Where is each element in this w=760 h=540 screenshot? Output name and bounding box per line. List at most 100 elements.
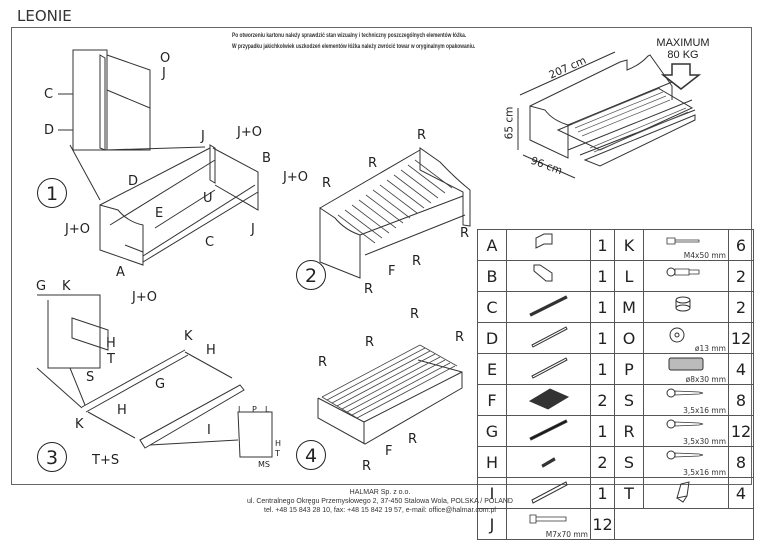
part-label: R: [368, 156, 378, 171]
part-letter: I: [477, 477, 507, 509]
part-label: R: [408, 432, 418, 447]
down-arrow-icon: [660, 63, 702, 90]
part-image-cell: M4x50 mm: [643, 229, 729, 261]
part-label: J+O: [132, 290, 157, 305]
screw-icon: [666, 237, 700, 245]
part-label: C: [44, 87, 54, 102]
step-1-drawing: [58, 49, 259, 266]
part-quantity: 1: [590, 322, 615, 354]
headboard-panel-icon: [535, 233, 552, 249]
part-label: I: [238, 405, 241, 414]
part-image-cell: [506, 384, 591, 416]
part-quantity: 4: [728, 477, 754, 509]
drawer-front-icon: [530, 481, 568, 504]
part-quantity: 1: [590, 260, 615, 292]
part-quantity: 2: [590, 384, 615, 416]
part-letter: D: [477, 322, 507, 354]
part-letter: K: [614, 229, 644, 261]
part-label: T: [107, 352, 115, 367]
part-spec: M7x70 mm: [545, 530, 588, 539]
part-quantity: 1: [590, 353, 615, 385]
step-3-drawing: [36, 294, 273, 458]
wood-screw-icon: [666, 388, 704, 398]
part-image-cell: [506, 260, 591, 292]
step-4-drawing: [317, 344, 463, 445]
short-rail-icon: [540, 457, 556, 468]
part-label: D: [44, 123, 55, 138]
part-label: R: [364, 282, 374, 297]
part-letter: S: [614, 446, 644, 478]
part-image-cell: ø8x30 mm: [643, 353, 729, 385]
part-letter: M: [614, 291, 644, 323]
part-spec: ø13 mm: [694, 344, 726, 353]
part-label: H: [117, 403, 127, 418]
part-label: J: [162, 66, 166, 81]
part-image-cell: [506, 322, 591, 354]
part-label: D: [128, 174, 139, 189]
part-quantity: 4: [728, 353, 754, 385]
long-rail-icon: [528, 295, 568, 317]
part-letter: E: [477, 353, 507, 385]
part-quantity: 8: [728, 384, 754, 416]
part-letter: H: [477, 446, 507, 478]
part-label: H: [206, 343, 216, 358]
cam-lock-icon: [675, 296, 691, 312]
part-letter: P: [614, 353, 644, 385]
part-label: K: [184, 329, 193, 344]
castor-bracket-icon: [676, 481, 690, 503]
connector-bolt-icon: [666, 267, 700, 277]
part-spec: ø8x30 mm: [685, 375, 726, 384]
part-image-cell: 3,5x16 mm: [643, 384, 729, 416]
document-title: LEONIE: [17, 7, 72, 25]
part-quantity: 1: [590, 415, 615, 447]
part-label: A: [116, 265, 125, 280]
part-letter: B: [477, 260, 507, 292]
part-label: R: [412, 254, 422, 269]
part-image-cell: [643, 260, 729, 292]
part-label: G: [36, 279, 47, 294]
step-number: 1: [37, 178, 67, 208]
part-spec: 3,5x16 mm: [683, 406, 726, 415]
step-number: 4: [296, 440, 326, 470]
part-label: R: [362, 459, 372, 474]
part-label: F: [385, 444, 393, 459]
rail-icon: [530, 326, 568, 348]
part-quantity: 2: [590, 446, 615, 478]
footer-address: ul. Centralnego Okręgu Przemysłowego 2, …: [246, 498, 513, 505]
step-number: 3: [37, 442, 67, 472]
bolt-icon: [529, 514, 566, 524]
part-label: J+O: [65, 222, 90, 237]
part-letter: F: [477, 384, 507, 416]
part-label: R: [365, 335, 375, 350]
step-number: 2: [296, 260, 326, 290]
assembly-drawings: [36, 49, 702, 458]
part-label: R: [460, 226, 470, 241]
part-letter: C: [477, 291, 507, 323]
part-label: G: [155, 377, 166, 392]
part-label: R: [455, 330, 465, 345]
part-image-cell: [506, 446, 591, 478]
part-image-cell: [506, 291, 591, 323]
part-letter: S: [614, 384, 644, 416]
part-label: J: [251, 222, 255, 237]
part-label: L: [265, 405, 270, 414]
part-quantity: 8: [728, 446, 754, 478]
part-image-cell: [643, 477, 729, 509]
part-image-cell: [643, 291, 729, 323]
part-image-cell: ø13 mm: [643, 322, 729, 354]
part-label: J+O: [237, 125, 262, 140]
notice-line: W przypadku jakichkolwiek uszkodzeń elem…: [232, 43, 476, 50]
part-label: K: [62, 279, 71, 294]
part-spec: 3,5x16 mm: [683, 468, 726, 477]
part-image-cell: [506, 415, 591, 447]
part-spec: M4x50 mm: [683, 251, 726, 260]
step-2-drawing: [319, 147, 471, 279]
wood-screw-icon: [666, 419, 704, 429]
max-load-value: 80 KG: [667, 49, 699, 61]
dowel-icon: [668, 357, 704, 371]
part-label: R: [417, 128, 427, 143]
part-label: C: [205, 235, 215, 250]
